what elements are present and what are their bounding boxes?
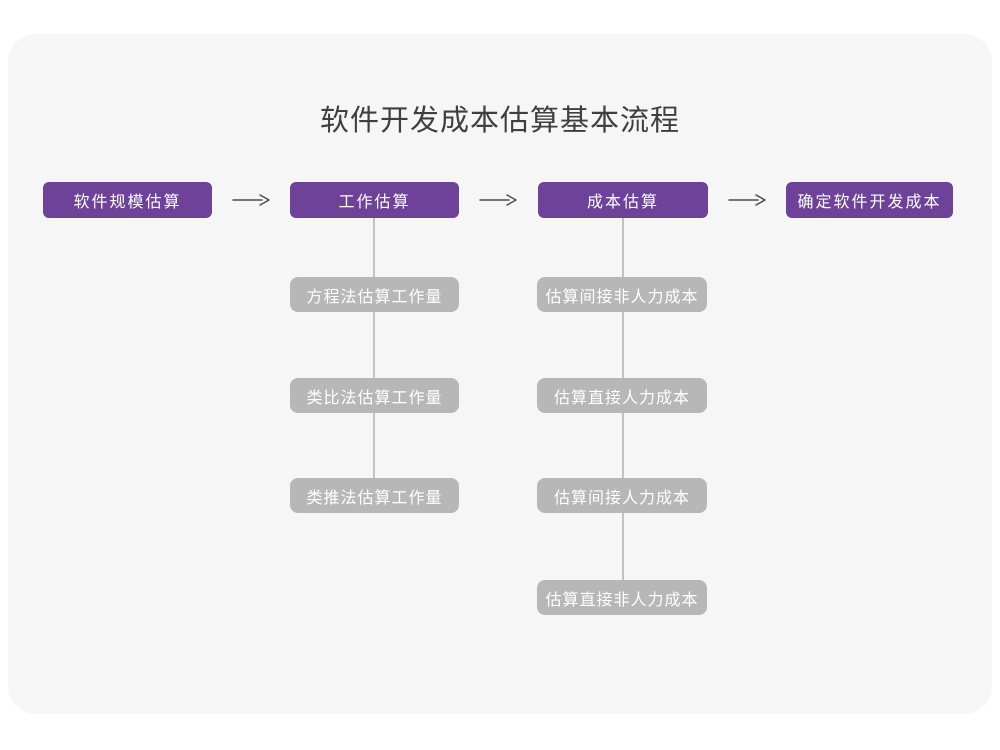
flow-node-label: 确定软件开发成本	[797, 194, 942, 211]
diagram-title: 软件开发成本估算基本流程	[319, 105, 680, 137]
connector-line-work-estimation	[373, 218, 375, 479]
flow-node-label: 成本估算	[586, 194, 659, 211]
sub-node-indirect-labor-cost: 估算间接人力成本	[537, 478, 707, 513]
sub-node-equation-method: 方程法估算工作量	[290, 277, 459, 312]
flow-node-label: 工作估算	[338, 194, 411, 211]
right-arrow-icon	[232, 194, 270, 206]
flow-node-work-estimation: 工作估算	[290, 182, 459, 218]
sub-node-label: 类比法估算工作量	[306, 389, 443, 407]
flow-node-determine-development-cost: 确定软件开发成本	[786, 182, 953, 218]
sub-node-label: 方程法估算工作量	[306, 288, 443, 306]
sub-node-label: 类推法估算工作量	[306, 489, 443, 507]
flow-node-cost-estimation: 成本估算	[538, 182, 708, 218]
sub-node-label: 估算间接非人力成本	[545, 288, 699, 306]
sub-node-extrapolation-method: 类推法估算工作量	[290, 478, 459, 513]
flow-node-label: 软件规模估算	[73, 194, 182, 211]
flowchart-card-background	[8, 34, 992, 714]
sub-node-analogy-method: 类比法估算工作量	[290, 378, 459, 413]
sub-node-direct-nonlabor-cost: 估算直接非人力成本	[537, 580, 707, 615]
sub-node-label: 估算间接人力成本	[553, 489, 690, 507]
sub-node-direct-labor-cost: 估算直接人力成本	[537, 378, 707, 413]
right-arrow-icon	[728, 194, 766, 206]
sub-node-label: 估算直接非人力成本	[545, 591, 699, 609]
sub-node-indirect-nonlabor-cost: 估算间接非人力成本	[537, 277, 707, 312]
right-arrow-icon	[479, 194, 517, 206]
sub-node-label: 估算直接人力成本	[553, 389, 690, 407]
flow-node-software-scale-estimation: 软件规模估算	[43, 182, 212, 218]
